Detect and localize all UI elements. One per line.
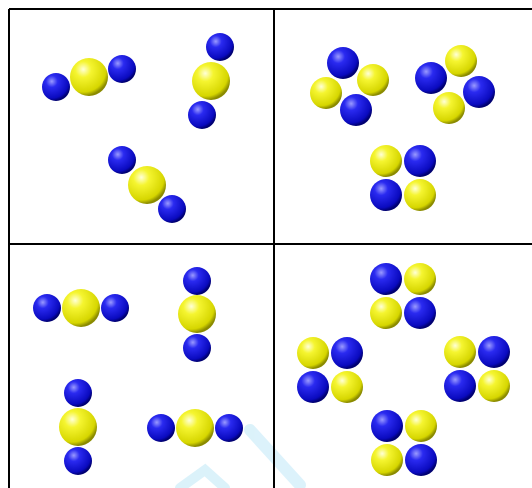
blue-atom <box>206 33 234 61</box>
yellow-atom <box>178 295 216 333</box>
blue-atom <box>33 294 61 322</box>
blue-atom <box>183 334 211 362</box>
yellow-atom <box>433 92 465 124</box>
blue-atom <box>108 55 136 83</box>
yellow-atom <box>404 263 436 295</box>
yellow-atom <box>192 62 230 100</box>
blue-atom <box>444 370 476 402</box>
blue-atom <box>215 414 243 442</box>
blue-atom <box>188 101 216 129</box>
molecule-linear <box>178 267 216 362</box>
molecule-linear <box>188 33 234 129</box>
molecule-square <box>371 410 437 476</box>
blue-atom <box>101 294 129 322</box>
yellow-atom <box>357 64 389 96</box>
blue-atom <box>404 297 436 329</box>
molecule-square <box>370 263 436 329</box>
blue-atom <box>108 146 136 174</box>
blue-atom <box>147 414 175 442</box>
blue-atom <box>370 179 402 211</box>
yellow-atom <box>310 77 342 109</box>
blue-atom <box>42 73 70 101</box>
blue-atom <box>463 76 495 108</box>
molecule-square <box>415 45 495 124</box>
molecule-square <box>370 145 436 211</box>
yellow-atom <box>444 336 476 368</box>
yellow-atom <box>371 444 403 476</box>
yellow-atom <box>478 370 510 402</box>
blue-atom <box>64 379 92 407</box>
blue-atom <box>340 94 372 126</box>
blue-atom <box>404 145 436 177</box>
yellow-atom <box>404 179 436 211</box>
yellow-atom <box>445 45 477 77</box>
blue-atom <box>158 195 186 223</box>
molecule-linear <box>33 289 129 327</box>
molecule-linear <box>42 55 136 101</box>
blue-atom <box>327 47 359 79</box>
molecule-linear <box>59 379 97 475</box>
yellow-atom <box>59 408 97 446</box>
blue-atom <box>331 337 363 369</box>
yellow-atom <box>405 410 437 442</box>
panel-top-right <box>310 45 495 211</box>
panel-bottom-right <box>297 263 510 476</box>
yellow-atom <box>297 337 329 369</box>
blue-atom <box>297 371 329 403</box>
blue-atom <box>64 447 92 475</box>
blue-atom <box>371 410 403 442</box>
molecule-square <box>310 47 389 126</box>
molecule-linear <box>108 146 186 223</box>
molecule-square <box>297 337 363 403</box>
panel-top-left <box>42 33 234 223</box>
yellow-atom <box>62 289 100 327</box>
yellow-atom <box>70 58 108 96</box>
yellow-atom <box>370 297 402 329</box>
yellow-atom <box>128 166 166 204</box>
yellow-atom <box>176 409 214 447</box>
molecule-linear <box>147 409 243 447</box>
blue-atom <box>405 444 437 476</box>
blue-atom <box>183 267 211 295</box>
blue-atom <box>370 263 402 295</box>
panel-bottom-left <box>33 267 243 475</box>
molecule-square <box>444 336 510 402</box>
blue-atom <box>415 62 447 94</box>
yellow-atom <box>331 371 363 403</box>
blue-atom <box>478 336 510 368</box>
yellow-atom <box>370 145 402 177</box>
